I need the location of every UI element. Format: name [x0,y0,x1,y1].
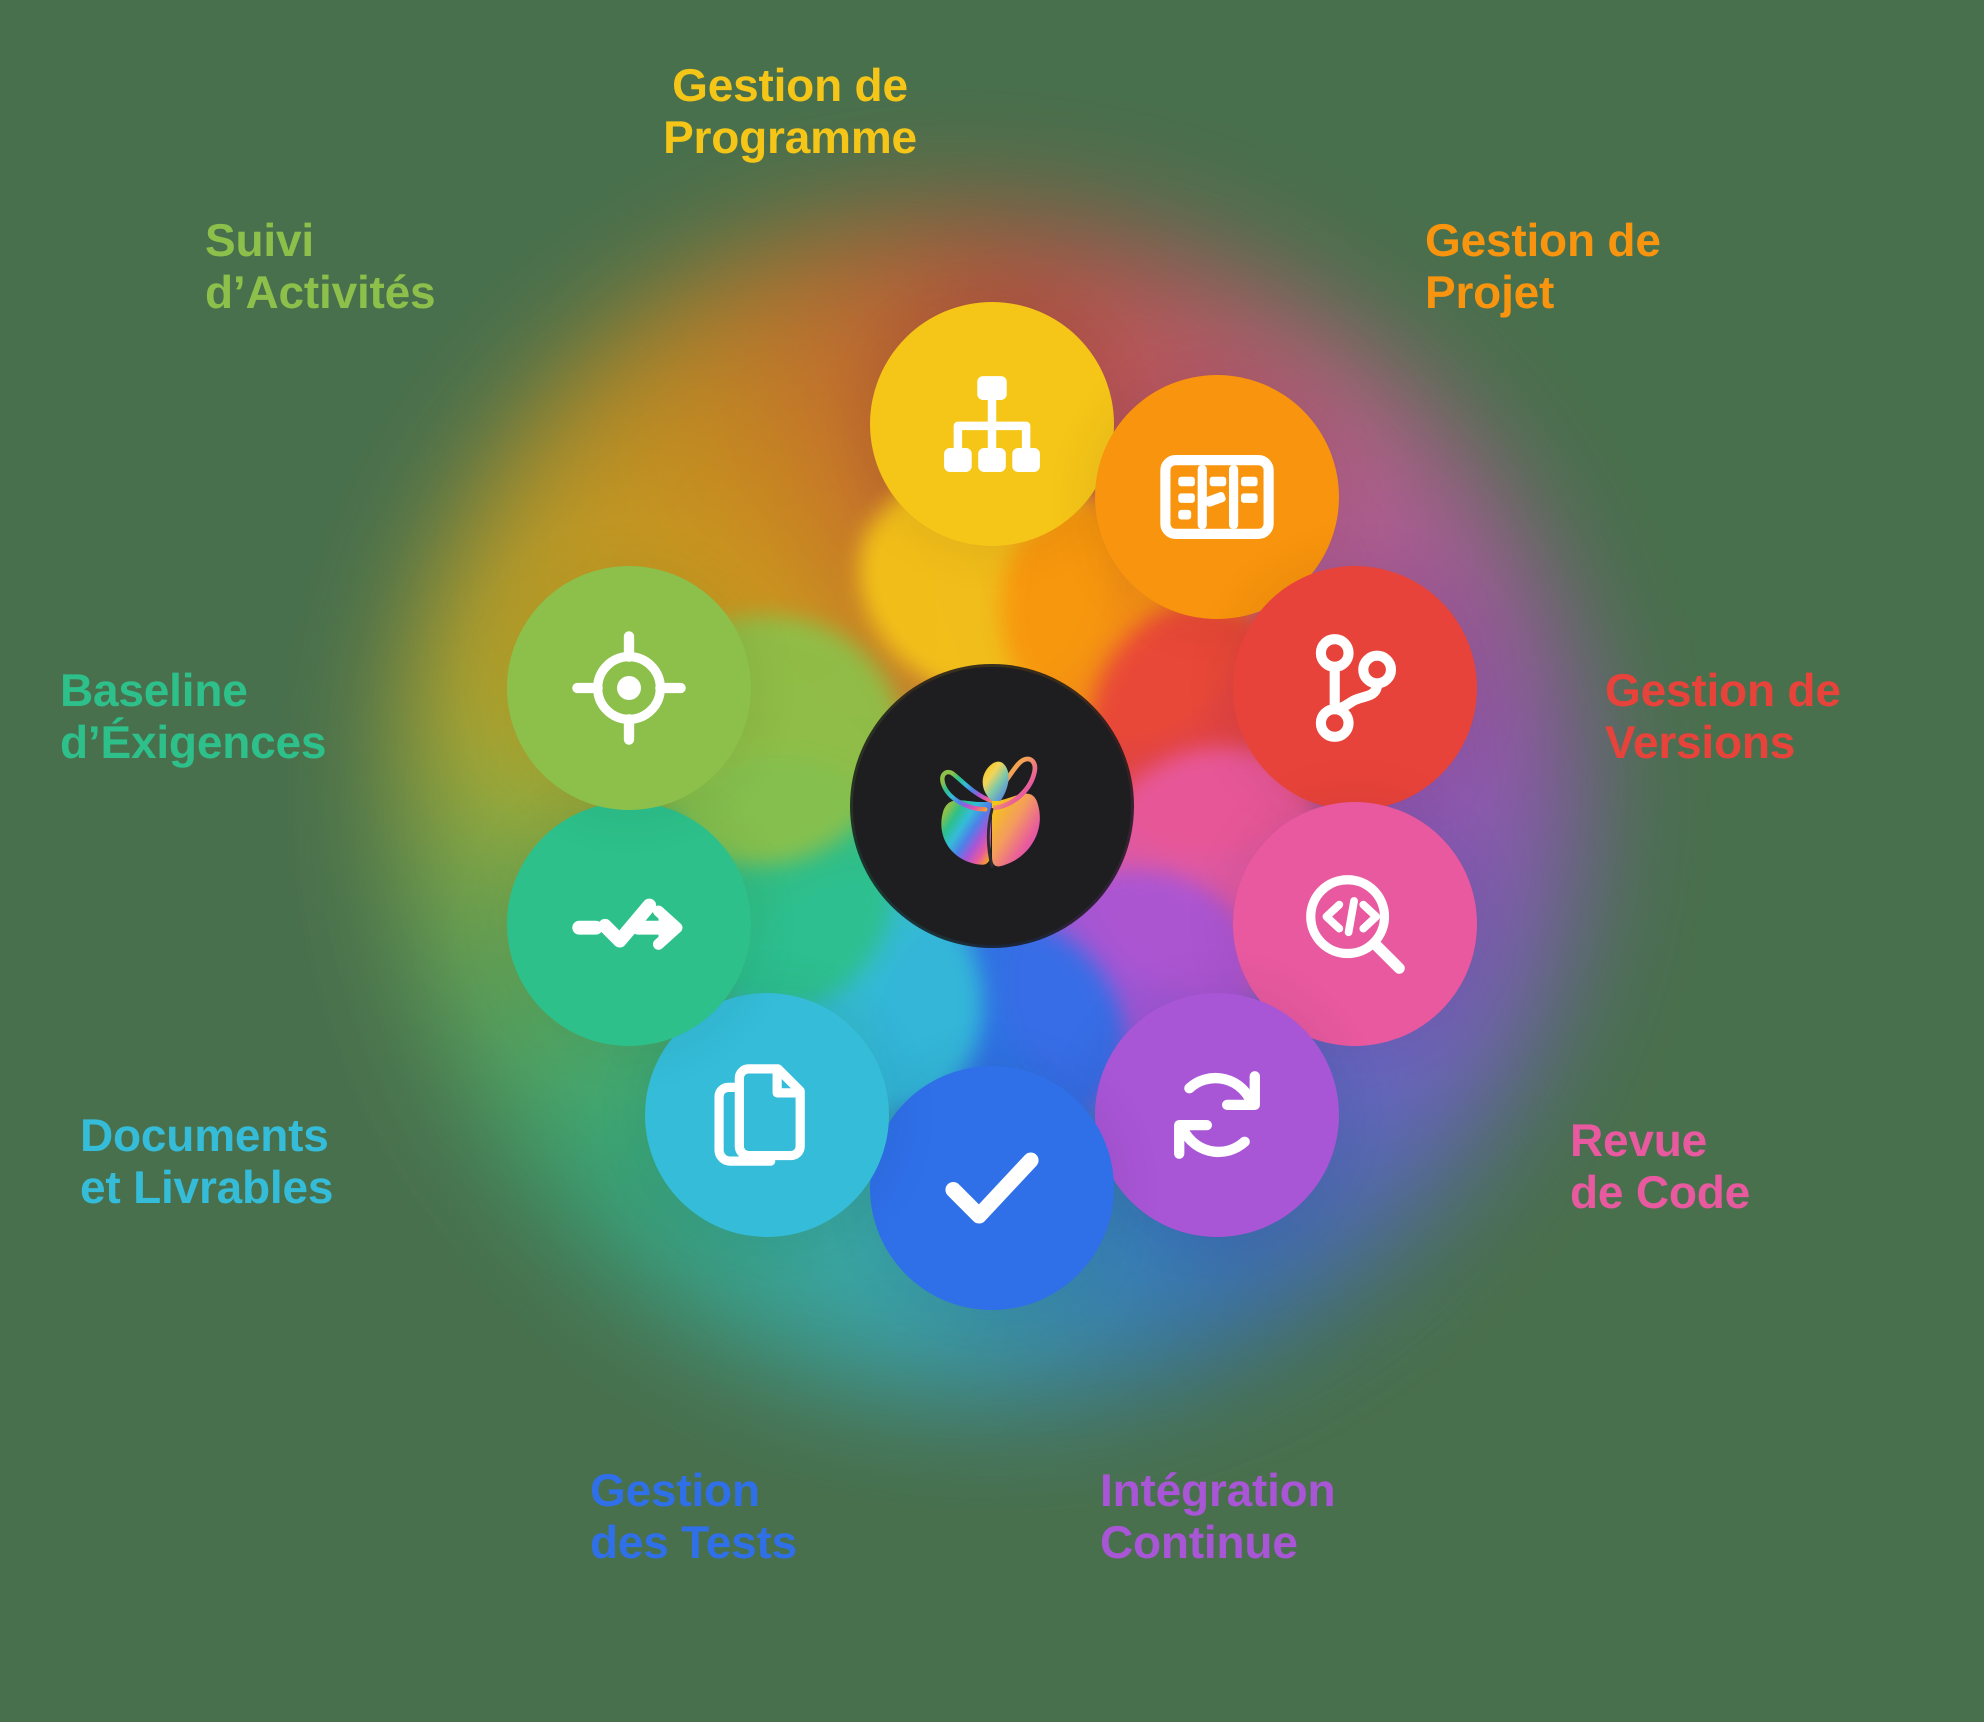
label-line-2: Programme [663,110,917,163]
refresh-cycle-icon [1158,1056,1276,1174]
label-line-1: Gestion [590,1464,760,1516]
checkmark-icon [933,1129,1051,1247]
label-line-1: Gestion de [1425,214,1661,266]
node-integration-continue[interactable] [1094,993,1339,1238]
node-suivi-d-activites[interactable] [506,565,751,810]
label-line-2: Projet [1425,265,1555,318]
center-logo-hub[interactable] [853,667,1131,945]
label-line-1: Intégration [1100,1464,1336,1516]
target-crosshair-icon [570,629,688,747]
label-line-1: Documents [80,1109,329,1161]
node-gestion-des-tests[interactable] [870,1066,1114,1310]
label-line-1: Gestion de [1605,664,1841,716]
kanban-board-icon [1158,438,1276,556]
hierarchy-icon [933,365,1051,483]
node-gestion-de-projet[interactable] [1094,374,1339,619]
node-documents-et-livrables[interactable] [645,993,890,1238]
tuleap-tulip-logo-icon [908,722,1076,890]
code-review-magnifier-icon [1296,865,1414,983]
label-line-1: Suivi [205,214,314,266]
label-line-2: d’Éxigences [60,715,327,768]
label-line-1: Gestion de [672,59,908,111]
node-gestion-de-programme[interactable] [870,302,1114,546]
label-line-2: de Code [1570,1165,1751,1218]
label-line-1: Revue [1570,1114,1708,1166]
label-line-1: Baseline [60,664,248,716]
label-line-2: d’Activités [205,265,436,318]
label-line-2: Versions [1605,715,1796,768]
git-branch-icon [1296,629,1414,747]
label-line-2: des Tests [590,1515,797,1568]
approve-arrow-icon [570,865,688,983]
node-baseline-d-exigences[interactable] [506,802,751,1047]
node-gestion-de-versions[interactable] [1233,565,1478,810]
label-line-2: et Livrables [80,1160,334,1213]
documents-copy-icon [708,1056,826,1174]
node-revue-de-code[interactable] [1233,802,1478,1047]
label-line-2: Continue [1100,1515,1298,1568]
